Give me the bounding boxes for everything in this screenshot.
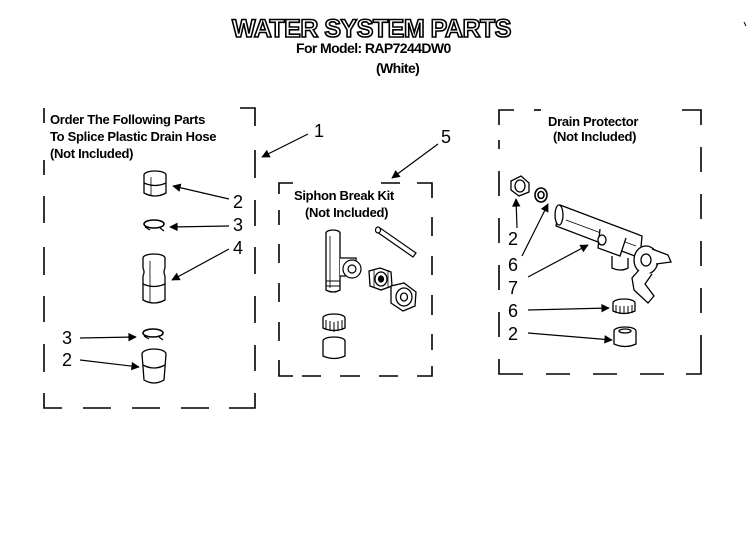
siphon-caption-line1: Siphon Break Kit (294, 188, 394, 203)
splice-caption-line2: To Splice Plastic Drain Hose (50, 129, 217, 144)
splice-part-label: 3 (62, 328, 73, 348)
siphon-elbow-fitting (390, 282, 417, 312)
drain-end-cap (613, 326, 637, 348)
splice-coupling-tube (142, 253, 166, 304)
diagram-title: WATER SYSTEM PARTS (231, 14, 512, 44)
model-color: (White) (376, 60, 420, 76)
drain-part-label: 7 (508, 278, 519, 298)
splice-part-label: 2 (233, 192, 244, 212)
siphon-cap-nut (342, 259, 362, 279)
drain-part-label: 6 (508, 301, 519, 321)
splice-caption-line3: (Not Included) (50, 146, 134, 161)
splice-part-label: 2 (62, 350, 73, 370)
splice-clamp-ring-top (143, 219, 165, 232)
siphon-end-cap (322, 336, 346, 360)
drain-nut-small (510, 175, 530, 197)
drain-washer-small (534, 187, 548, 203)
callout-5: 5 (441, 127, 452, 147)
drain-caption-line1: Drain Protector (548, 114, 639, 129)
drain-caption-line2: (Not Included) (553, 129, 637, 144)
splice-part-label: 3 (233, 215, 244, 235)
siphon-caption-line2: (Not Included) (305, 205, 389, 220)
splice-connector-bottom (141, 348, 167, 384)
drain-part-label: 2 (508, 229, 519, 249)
stray-mark (743, 21, 747, 27)
splice-connector-top (143, 170, 167, 197)
drain-protector-valve (554, 204, 672, 304)
splice-group-frame (43, 107, 256, 409)
splice-clamp-ring-bottom (142, 328, 164, 341)
model-number: For Model: RAP7244DW0 (296, 40, 451, 56)
drain-group-frame (498, 109, 702, 375)
leader-lines (79, 133, 613, 371)
siphon-group-frame (278, 182, 433, 377)
callout-1: 1 (314, 121, 325, 141)
siphon-rod (374, 226, 417, 258)
splice-part-label: 4 (233, 238, 244, 258)
siphon-grip-ring (322, 313, 346, 332)
drain-part-label: 2 (508, 324, 519, 344)
drain-part-label: 6 (508, 255, 519, 275)
splice-caption-line1: Order The Following Parts (50, 112, 206, 127)
siphon-gear-nut (368, 267, 393, 291)
drain-grip-ring (612, 298, 636, 315)
